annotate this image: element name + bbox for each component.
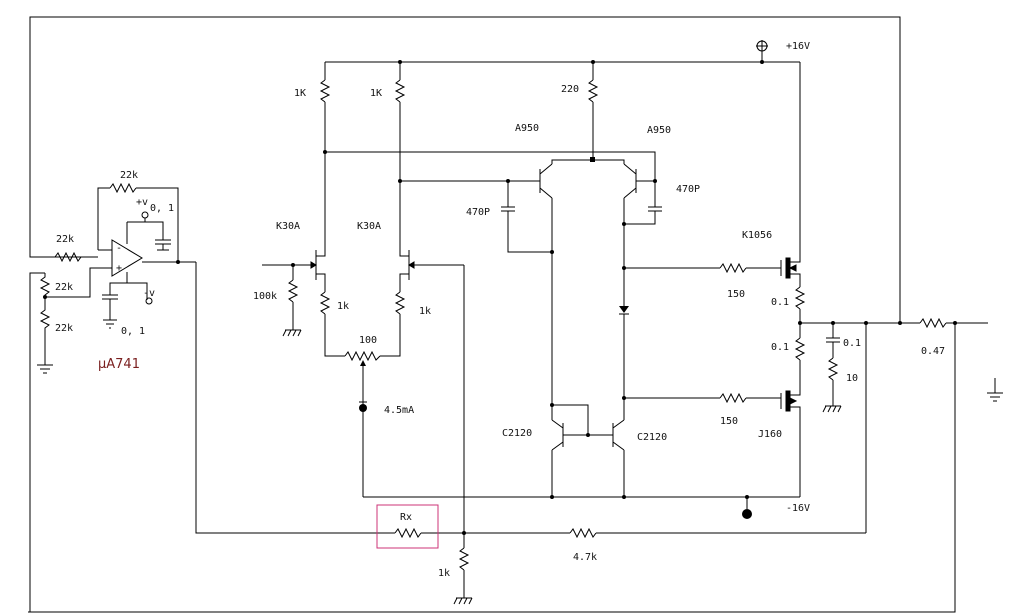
label-vplus: +v xyxy=(136,197,148,208)
resistor-divider-top xyxy=(39,273,51,297)
jfet-left xyxy=(293,250,326,292)
label-mos-bot: J160 xyxy=(758,429,782,440)
label-jfet-left: K30A xyxy=(276,221,300,232)
resistor-zobel xyxy=(827,357,839,381)
label-rx: Rx xyxy=(400,512,412,523)
label-npn-right: C2120 xyxy=(637,432,667,443)
output-ground-symbol xyxy=(987,378,1003,402)
label-r-100k: 100k xyxy=(253,291,277,302)
label-r-div1: 22k xyxy=(55,282,73,293)
resistor-1K-right xyxy=(394,79,406,103)
svg-text:-: - xyxy=(116,243,122,254)
label-current-src: 4.5mA xyxy=(384,405,414,416)
feedback-network: Rx 4.7k 1k xyxy=(376,504,866,605)
npn-right xyxy=(612,419,625,497)
opamp-section: - + 22k 22k 22k 22k +v xyxy=(29,170,196,612)
label-jfet-right: K30A xyxy=(357,221,381,232)
ground-symbol xyxy=(37,364,53,374)
label-r-src-bot: 0.1 xyxy=(771,342,789,353)
label-zobel-r: 10 xyxy=(846,373,858,384)
resistor-220 xyxy=(587,79,599,103)
mosfet-bot xyxy=(780,390,801,497)
label-r-1k-src-right: 1k xyxy=(419,306,431,317)
label-rail-pos: +16V xyxy=(786,41,810,52)
resistor-1K-left xyxy=(319,79,331,103)
bias-diode xyxy=(619,306,629,313)
label-pot-100: 100 xyxy=(359,335,377,346)
label-cap-470-left: 470P xyxy=(466,207,490,218)
resistor-4k7 xyxy=(569,527,597,539)
label-r-1k-src-left: 1k xyxy=(337,301,349,312)
label-r-4k7: 4.7k xyxy=(573,552,597,563)
jfet-right xyxy=(399,250,464,292)
resistor-100k xyxy=(287,279,299,303)
label-r-src-top: 0.1 xyxy=(771,297,789,308)
outer-frame-wires xyxy=(28,16,956,613)
label-r-div2: 22k xyxy=(55,323,73,334)
label-r-gate-bot: 150 xyxy=(720,416,738,427)
label-r-fb: 22k xyxy=(120,170,138,181)
positive-rail: +16V xyxy=(325,40,810,64)
pnp-right xyxy=(593,159,655,300)
label-zobel-c: 0.1 xyxy=(843,338,861,349)
label-rail-neg: -16V xyxy=(786,503,810,514)
opamp-symbol xyxy=(111,239,143,277)
label-npn-left: C2120 xyxy=(502,428,532,439)
svg-text:+: + xyxy=(116,263,122,274)
label-pnp-right: A950 xyxy=(647,125,671,136)
label-r-in: 22k xyxy=(56,234,74,245)
label-pnp-left: A950 xyxy=(515,123,539,134)
jfet-stage: 1K 1K K30A 100k K xyxy=(253,62,465,533)
npn-left xyxy=(551,405,564,497)
resistor-output xyxy=(919,317,947,329)
label-r-1k-bottom: 1k xyxy=(438,568,450,579)
negative-rail: -16V xyxy=(363,495,810,519)
label-cap-bot: 0, 1 xyxy=(121,326,145,337)
rx-highlight-box xyxy=(376,504,439,549)
vas-stage: 220 A950 A950 470 xyxy=(325,62,700,420)
resistor-1k-bottom xyxy=(458,547,470,571)
resistor-src-bot xyxy=(794,337,806,361)
resistor-src-top xyxy=(794,286,806,310)
label-r-out: 0.47 xyxy=(921,346,945,357)
potentiometer-100 xyxy=(344,350,381,362)
resistor-input xyxy=(54,251,82,263)
pnp-left xyxy=(539,159,593,405)
resistor-rx xyxy=(394,527,422,539)
mosfet-top xyxy=(780,62,801,287)
resistor-feedback xyxy=(109,182,137,194)
label-r-gate-top: 150 xyxy=(727,289,745,300)
resistor-gate-bot xyxy=(719,392,747,404)
output-stage: 150 K1056 0.1 0.1 J160 15 xyxy=(624,62,1003,533)
label-cap-top: 0, 1 xyxy=(150,203,174,214)
resistor-divider-bot xyxy=(39,297,51,340)
label-r-220: 220 xyxy=(561,84,579,95)
label-r-1K-right: 1K xyxy=(370,88,382,99)
resistor-1k-src-left xyxy=(319,291,331,315)
npn-mirror: C2120 C2120 xyxy=(502,403,667,497)
label-cap-470-right: 470P xyxy=(676,184,700,195)
label-r-1K-left: 1K xyxy=(294,88,306,99)
label-opamp: μA741 xyxy=(98,357,140,372)
label-vminus: -v xyxy=(143,288,155,299)
resistor-gate-top xyxy=(719,262,747,274)
resistor-1k-src-right xyxy=(394,291,406,315)
label-mos-top: K1056 xyxy=(742,230,772,241)
